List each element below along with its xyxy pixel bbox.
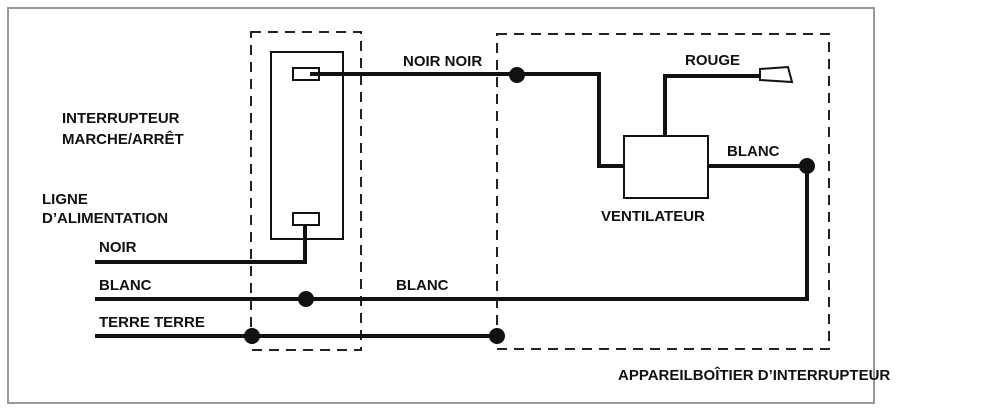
junction-dot-terre-box [489, 328, 505, 344]
label-rouge: ROUGE [685, 52, 740, 69]
label-blanc-middle: BLANC [396, 277, 449, 294]
label-ligne: LIGNE [42, 191, 88, 208]
junction-dot-noir [509, 67, 525, 83]
switch-bottom-terminal [292, 212, 320, 226]
label-blanc-fan: BLANC [727, 143, 780, 160]
label-noir-noir: NOIR NOIR [403, 53, 482, 70]
switch-body [270, 51, 344, 240]
label-blanc-supply: BLANC [99, 277, 152, 294]
junction-dot-blanc-supply [298, 291, 314, 307]
ventilateur-box [623, 135, 709, 199]
noir-switch-to-fan-wire [310, 72, 624, 168]
label-appareil-boitier: APPAREILBOÎTIER D’INTERRUPTEUR [618, 366, 890, 384]
rouge-wire [663, 74, 760, 136]
label-terre-terre: TERRE TERRE [99, 314, 205, 331]
label-marche-arret: MARCHE/ARRÊT [62, 130, 184, 148]
label-ventilateur: VENTILATEUR [601, 208, 705, 225]
label-alimentation: D’ALIMENTATION [42, 210, 168, 227]
wire-nut [759, 65, 794, 84]
switch-box-outline [250, 31, 362, 351]
label-noir-supply: NOIR [99, 239, 137, 256]
blanc-neutral-wire [95, 164, 809, 301]
junction-dot-blanc-fan [799, 158, 815, 174]
junction-dot-terre-switch [244, 328, 260, 344]
noir-supply-wire [95, 225, 307, 264]
label-interrupteur: INTERRUPTEUR [62, 110, 180, 127]
